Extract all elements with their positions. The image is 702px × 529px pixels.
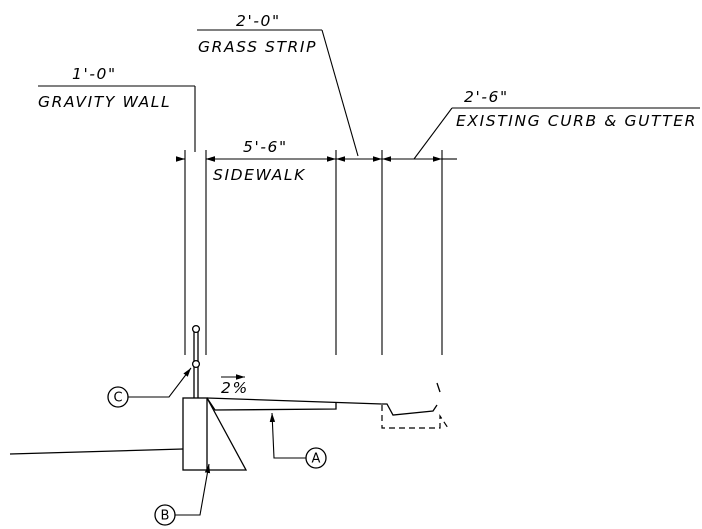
existing-curb-leader: [413, 107, 453, 160]
sidewalk-label: SIDEWALK: [213, 166, 306, 184]
existing-curb-outline: [381, 405, 449, 429]
post-mid-ring: [191, 359, 201, 369]
slope-label: 2%: [221, 379, 249, 397]
callout-c: C: [107, 367, 192, 408]
grass-strip-label-group: 2'-0" GRASS STRIP: [197, 12, 359, 157]
ground-line: [9, 448, 184, 455]
callout-c-letter: C: [113, 391, 122, 406]
grass-strip-label: GRASS STRIP: [198, 38, 317, 56]
callout-a-letter: A: [312, 452, 321, 467]
grass-strip-dimension: 2'-0": [236, 12, 281, 30]
wall-stem: [182, 397, 208, 471]
railing-post: [191, 324, 201, 398]
callout-c-leader: [128, 367, 192, 398]
callout-b: B: [154, 463, 211, 526]
gravity-wall-label-group: 1'-0" GRAVITY WALL: [38, 65, 196, 152]
existing-curb-label: EXISTING CURB & GUTTER: [456, 112, 697, 130]
callout-b-leader: [175, 463, 211, 516]
sidewalk-slab: [206, 382, 449, 429]
post-top-cap: [191, 324, 201, 334]
sidewalk-top: [206, 397, 383, 405]
gravity-wall-label: GRAVITY WALL: [38, 93, 171, 111]
extension-lines: [184, 150, 443, 355]
sidewalk-label-group: 5'-6" SIDEWALK: [213, 138, 306, 184]
callout-b-letter: B: [161, 509, 170, 524]
existing-curb-label-group: 2'-6" EXISTING CURB & GUTTER: [413, 88, 700, 160]
slope-indicator: 2%: [221, 374, 249, 397]
sidewalk-dimension: 5'-6": [243, 138, 288, 156]
grass-strip-leader: [321, 29, 359, 157]
curb-top: [382, 403, 438, 416]
wall-heel: [206, 397, 248, 471]
gravity-wall: [9, 397, 248, 471]
curb-face-tick: [436, 382, 441, 393]
existing-curb-dimension: 2'-6": [464, 88, 509, 106]
callout-a-leader: [269, 412, 306, 459]
gravity-wall-dimension: 1'-0": [72, 65, 117, 83]
callout-a: A: [269, 412, 327, 469]
sidewalk-bottom: [206, 397, 337, 411]
